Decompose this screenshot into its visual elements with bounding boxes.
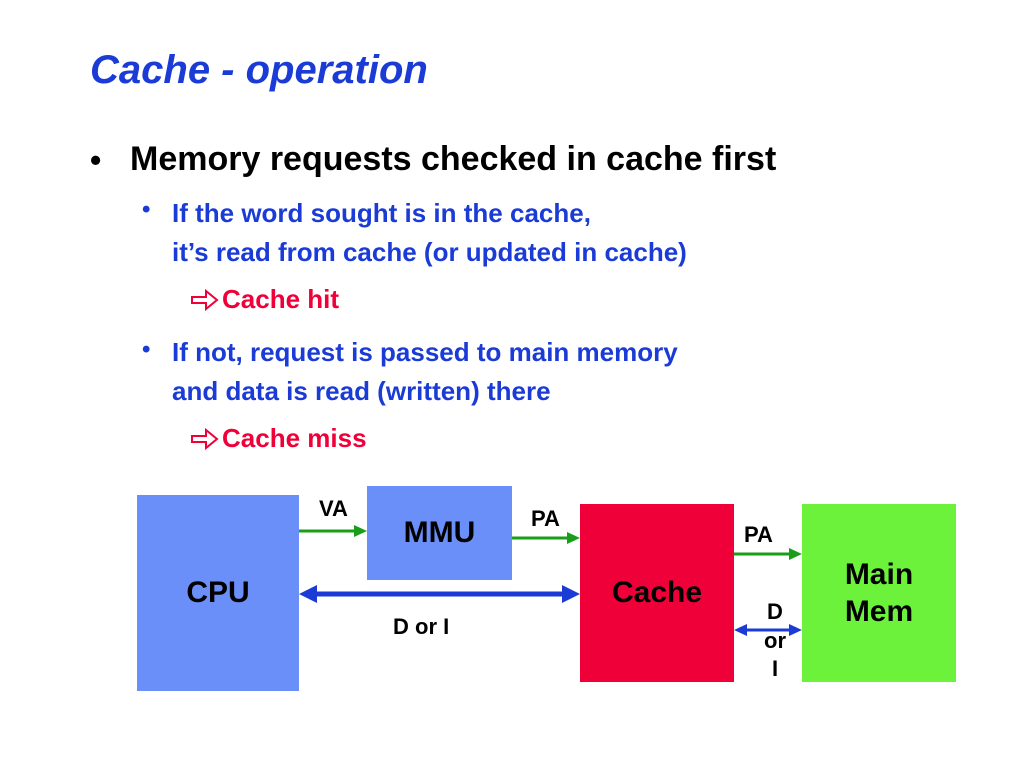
sub-bullet-marker: •	[142, 196, 151, 223]
sub-bullet-miss-line2: and data is read (written) there	[172, 376, 551, 406]
cache-hit-label: Cache hit	[222, 284, 340, 314]
d-or-i-label-cache-mem: D or I	[764, 599, 786, 682]
pa-arrow-mmu-cache	[512, 532, 580, 544]
cache-hit-item: Cache hit	[190, 284, 339, 315]
mmu-box: MMU	[367, 486, 512, 580]
pa-label-cache-mem: PA	[744, 522, 773, 547]
sub-bullet-marker: •	[142, 336, 151, 363]
sub-bullet-hit-line2: it’s read from cache (or updated in cach…	[172, 237, 687, 267]
cache-box: Cache	[580, 504, 734, 682]
outline-right-arrow-icon	[190, 427, 220, 451]
cpu-box: CPU	[137, 495, 299, 691]
sub-bullet-miss-line1: If not, request is passed to main memory	[172, 337, 678, 367]
main-mem-box: Main Mem	[802, 504, 956, 682]
data-arrow-cpu-cache	[299, 585, 580, 603]
d-or-i-label-cpu-cache: D or I	[393, 614, 450, 639]
pa-arrow-cache-mem	[734, 548, 802, 560]
cache-miss-item: Cache miss	[190, 423, 367, 454]
pa-label-mmu-cache: PA	[531, 506, 560, 531]
outline-right-arrow-icon	[190, 288, 220, 312]
slide-title: Cache - operation	[90, 48, 428, 92]
va-label: VA	[319, 496, 348, 521]
bullet-main-text: Memory requests checked in cache first	[130, 140, 777, 178]
cache-miss-label: Cache miss	[222, 423, 367, 453]
bullet-marker: •	[90, 142, 102, 178]
va-arrow	[299, 525, 367, 537]
sub-bullet-hit-line1: If the word sought is in the cache,	[172, 198, 591, 228]
